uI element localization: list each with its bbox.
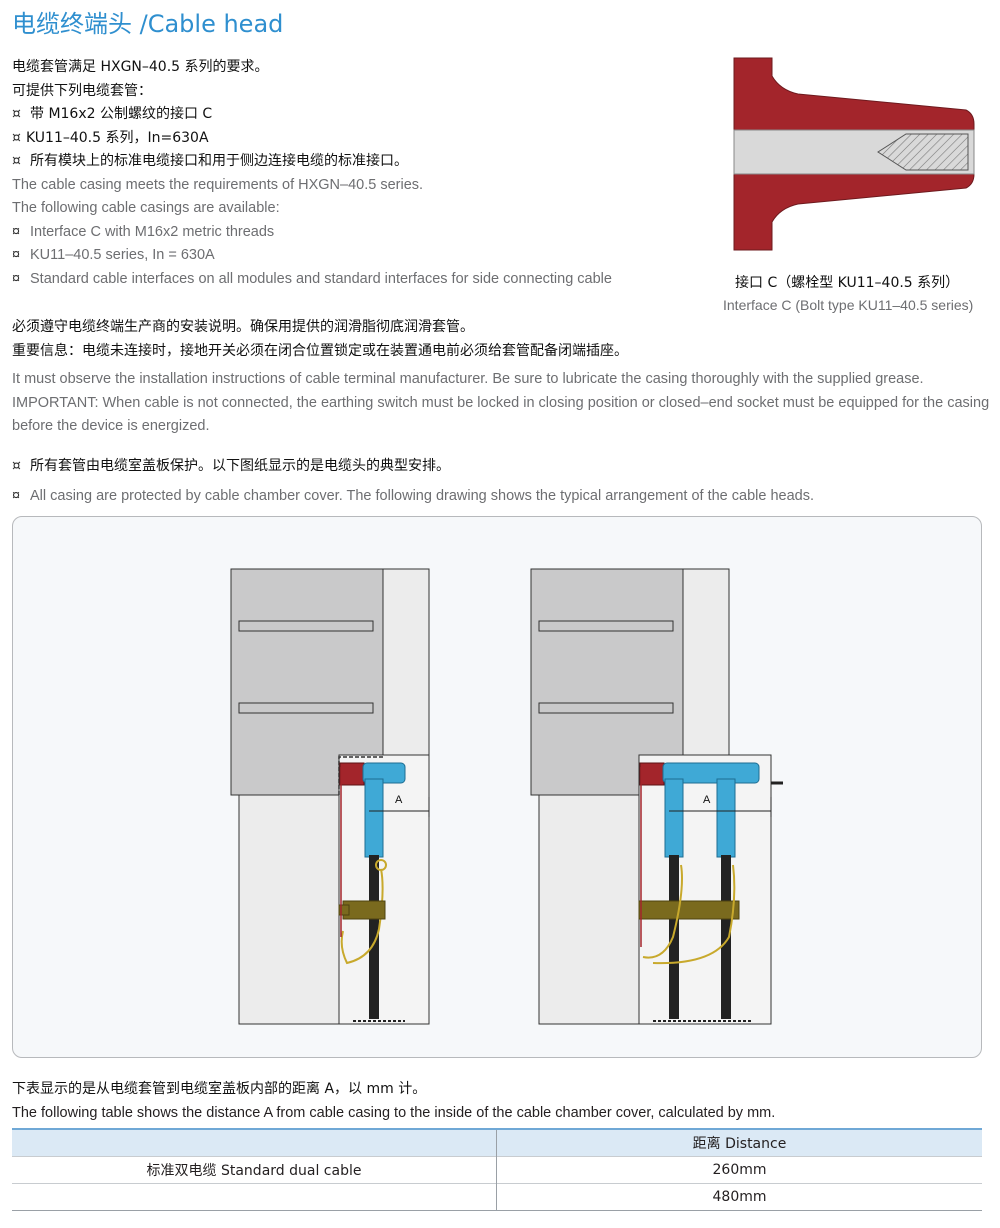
panel-slot xyxy=(238,620,374,632)
intro-en-line: The following cable casings are availabl… xyxy=(12,200,280,216)
cable-chamber xyxy=(638,754,772,1025)
note-zh-line: 重要信息：电缆未连接时，接地开关必须在闭合位置锁定或在装置通电前必须给套管配备闭… xyxy=(12,342,628,359)
bullet-icon: ¤ xyxy=(12,129,21,146)
earth-wire xyxy=(652,864,736,965)
protect-zh: ¤ 所有套管由电缆室盖板保护。以下图纸显示的是电缆头的典型安排。 xyxy=(12,455,992,479)
protect-zh-text: 所有套管由电缆室盖板保护。以下图纸显示的是电缆头的典型安排。 xyxy=(30,458,450,474)
table-intro-zh: 下表显示的是从电缆套管到电缆室盖板内部的距离 A，以 mm 计。 xyxy=(12,1081,427,1097)
intro-en-bullet: ¤ KU11–40.5 series, In = 630A xyxy=(12,244,692,268)
table-cell-value: 480mm xyxy=(496,1183,982,1211)
clamp-bar xyxy=(338,904,350,916)
panel-slot xyxy=(538,702,674,714)
interface-c-figure xyxy=(733,57,975,251)
cable-head-body xyxy=(664,778,684,858)
page-title: 电缆终端头 /Cable head xyxy=(12,10,284,38)
note-en-text: It must observe the installation instruc… xyxy=(12,371,990,434)
bullet-icon: ¤ xyxy=(12,223,21,240)
dual-cable-arrangement: A xyxy=(530,568,783,1025)
bullet-icon: ¤ xyxy=(12,458,21,474)
protect-en: ¤ All casing are protected by cable chamb… xyxy=(12,485,992,509)
bullet-icon: ¤ xyxy=(12,153,21,169)
table-row: 标准双电缆 Standard dual cable 260mm xyxy=(12,1156,982,1184)
cable-head-body xyxy=(716,778,736,858)
bullet-icon: ¤ xyxy=(12,106,21,122)
cable-chamber xyxy=(338,754,430,1025)
cable-clamp xyxy=(638,900,740,920)
intro-zh-bullet: ¤ KU11–40.5 系列，In=630A xyxy=(12,127,692,151)
cable xyxy=(721,855,731,1019)
panel-slot xyxy=(538,620,674,632)
table-intro: 下表显示的是从电缆套管到电缆室盖板内部的距离 A，以 mm 计。 The fol… xyxy=(12,1078,992,1125)
panel-slot xyxy=(238,702,374,714)
intro-zh-line: 电缆套管满足 HXGN–40.5 系列的要求。 xyxy=(12,59,269,75)
intro-en-bullet: ¤ Standard cable interfaces on all module… xyxy=(12,268,692,292)
protect-en-text: All casing are protected by cable chambe… xyxy=(30,487,814,504)
distance-table: 距离 Distance 标准双电缆 Standard dual cable 26… xyxy=(12,1128,982,1211)
figure-caption-en: Interface C (Bolt type KU11–40.5 series) xyxy=(723,297,974,313)
dimension-label: A xyxy=(703,794,711,806)
earth-wire xyxy=(340,868,384,965)
intro-zh-line: 可提供下列电缆套管： xyxy=(12,82,152,99)
table-header-cell: 距离 Distance xyxy=(496,1128,982,1157)
table-header-cell xyxy=(12,1128,497,1157)
bullet-text: KU11–40.5 系列，In=630A xyxy=(26,129,209,146)
bullet-icon: ¤ xyxy=(12,247,21,263)
table-header-row: 距离 Distance xyxy=(12,1128,982,1157)
intro-zh-bullet: ¤ 带 M16x2 公制螺纹的接口 C xyxy=(12,103,692,127)
insulator xyxy=(339,762,365,786)
bullet-text: Standard cable interfaces on all modules… xyxy=(30,270,612,287)
bullet-text: KU11–40.5 series, In = 630A xyxy=(30,247,215,263)
cable-head-t xyxy=(362,762,406,784)
cover-outline xyxy=(338,756,383,795)
arrangement-drawing: A A xyxy=(230,568,783,1025)
intro-en-line: The cable casing meets the requirements … xyxy=(12,176,424,193)
cable-head-t xyxy=(662,762,760,784)
notes-zh: 必须遵守电缆终端生产商的安装说明。确保用提供的润滑脂彻底润滑套管。 重要信息：电… xyxy=(12,316,992,363)
single-cable-arrangement: A xyxy=(230,568,430,1025)
notes-en: It must observe the installation instruc… xyxy=(12,368,992,439)
bullet-text: Interface C with M16x2 metric threads xyxy=(30,223,275,240)
cable xyxy=(369,855,379,1019)
table-intro-en: The following table shows the distance A… xyxy=(12,1104,776,1121)
bullet-text: 所有模块上的标准电缆接口和用于侧边连接电缆的标准接口。 xyxy=(30,153,408,169)
table-cell-label: 标准双电缆 Standard dual cable xyxy=(12,1156,497,1184)
bullet-text: 带 M16x2 公制螺纹的接口 C xyxy=(30,106,213,122)
arrangement-drawing-frame: A A xyxy=(12,516,982,1058)
table-cell-label xyxy=(12,1183,497,1211)
figure-caption-zh: 接口 C（螺栓型 KU11–40.5 系列） xyxy=(735,275,960,291)
earth-wire xyxy=(642,864,683,959)
intro-section: 电缆套管满足 HXGN–40.5 系列的要求。 可提供下列电缆套管： ¤ 带 M1… xyxy=(12,56,692,291)
table-row: 480mm xyxy=(12,1183,982,1211)
intro-en-bullet: ¤ Interface C with M16x2 metric threads xyxy=(12,221,692,245)
protect-section: ¤ 所有套管由电缆室盖板保护。以下图纸显示的是电缆头的典型安排。 ¤ All cas… xyxy=(12,455,992,508)
cable-head-body xyxy=(364,778,384,858)
note-zh-line: 必须遵守电缆终端生产商的安装说明。确保用提供的润滑脂彻底润滑套管。 xyxy=(12,319,474,335)
insulator xyxy=(639,762,665,786)
intro-zh-bullet: ¤ 所有模块上的标准电缆接口和用于侧边连接电缆的标准接口。 xyxy=(12,150,692,174)
bullet-icon: ¤ xyxy=(12,270,21,287)
threaded-tip xyxy=(877,133,969,171)
bullet-icon: ¤ xyxy=(12,487,21,504)
dimension-label: A xyxy=(395,794,403,806)
table-cell-value: 260mm xyxy=(496,1156,982,1184)
